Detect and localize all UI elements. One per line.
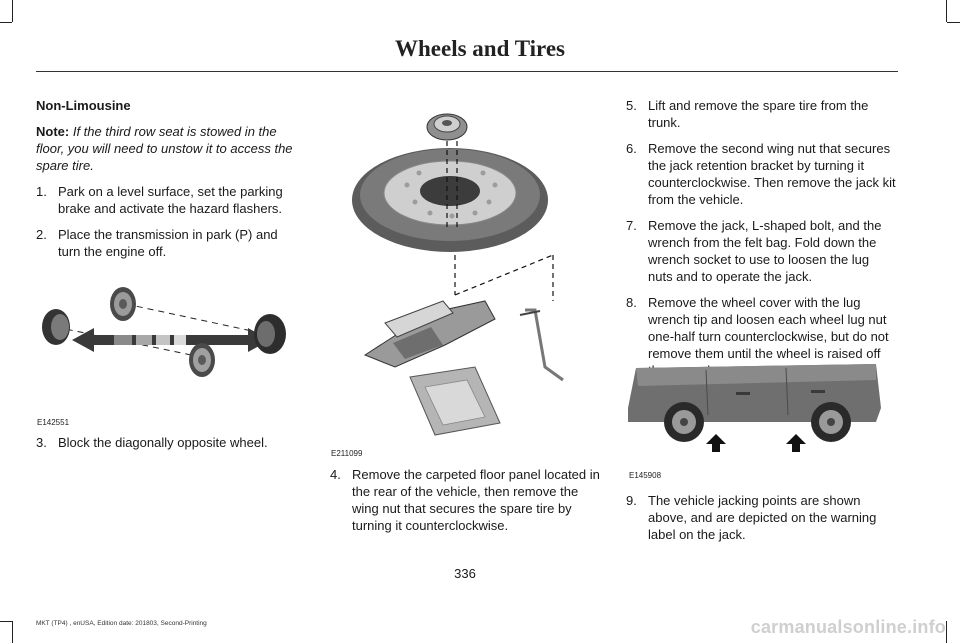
step-number: 2. xyxy=(36,227,47,242)
step-number: 7. xyxy=(626,218,637,233)
diagonal-wheel-illustration xyxy=(42,287,286,377)
step-6: 6. Remove the second wing nut that secur… xyxy=(626,140,896,208)
step-1: 1. Park on a level surface, set the park… xyxy=(36,183,298,217)
step-text: Lift and remove the spare tire from the … xyxy=(648,98,869,130)
step-number: 8. xyxy=(626,295,637,310)
section-heading: Non-Limousine xyxy=(36,98,131,113)
step-number: 3. xyxy=(36,435,47,450)
note-text: If the third row seat is stowed in the f… xyxy=(36,124,293,173)
title-divider xyxy=(36,71,898,72)
right-column: 5. Lift and remove the spare tire from t… xyxy=(626,97,896,379)
crop-mark xyxy=(946,621,947,643)
step-text: Remove the jack, L-shaped bolt, and the … xyxy=(648,218,882,284)
watermark: carmanualsonline.info xyxy=(750,617,946,637)
step-7: 7. Remove the jack, L-shaped bolt, and t… xyxy=(626,217,896,285)
step-9: 9. The vehicle jacking points are shown … xyxy=(626,492,896,543)
crop-mark xyxy=(0,621,12,622)
figure-id: E142551 xyxy=(37,418,70,427)
crop-mark xyxy=(947,22,960,23)
step-text: The vehicle jacking points are shown abo… xyxy=(648,493,877,542)
step-2: 2. Place the transmission in park (P) an… xyxy=(36,226,298,260)
step-number: 1. xyxy=(36,184,47,199)
step-5: 5. Lift and remove the spare tire from t… xyxy=(626,97,896,131)
step-3: 3. Block the diagonally opposite wheel. xyxy=(36,434,298,451)
page-title: Wheels and Tires xyxy=(395,36,565,61)
vehicle-jacking-points-illustration xyxy=(628,364,881,452)
note: Note: If the third row seat is stowed in… xyxy=(36,123,298,174)
step-number: 6. xyxy=(626,141,637,156)
crop-mark xyxy=(12,0,13,22)
step-text: Remove the carpeted floor panel located … xyxy=(352,467,600,533)
note-label: Note: xyxy=(36,124,70,139)
step-text: Place the transmission in park (P) and t… xyxy=(58,227,278,259)
edition-footer: MKT (TP4) , enUSA, Edition date: 201803,… xyxy=(36,620,207,627)
step-text: Park on a level surface, set the parking… xyxy=(58,184,283,216)
step-number: 5. xyxy=(626,98,637,113)
left-column: Non-Limousine Note: If the third row sea… xyxy=(36,97,298,260)
step-number: 9. xyxy=(626,493,637,508)
spare-tire-jack-kit-illustration xyxy=(352,113,564,436)
crop-mark xyxy=(946,0,947,22)
step-text: Remove the second wing nut that secures … xyxy=(648,141,896,207)
crop-mark xyxy=(12,621,13,643)
step-text: Remove the wheel cover with the lug wren… xyxy=(648,295,889,378)
figure-id: E211099 xyxy=(331,449,363,458)
step-text: Block the diagonally opposite wheel. xyxy=(58,435,268,450)
page-number: 336 xyxy=(454,566,476,581)
step-4: 4. Remove the carpeted floor panel locat… xyxy=(330,466,602,534)
step-number: 4. xyxy=(330,467,341,482)
step-8: 8. Remove the wheel cover with the lug w… xyxy=(626,294,896,379)
figure-id: E145908 xyxy=(629,471,662,480)
crop-mark xyxy=(0,22,12,23)
